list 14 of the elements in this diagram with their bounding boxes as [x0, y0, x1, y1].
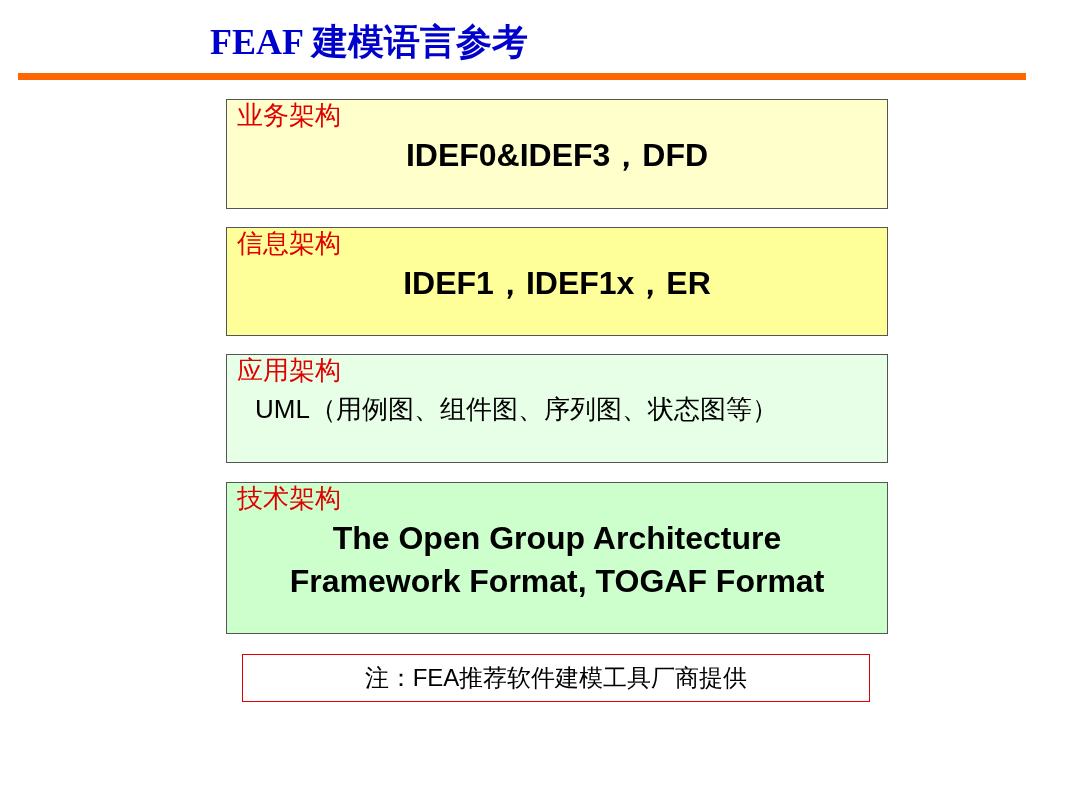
layer-box	[226, 99, 888, 209]
layer-heading: 技术架构	[237, 483, 341, 513]
layer-box	[226, 354, 888, 463]
layer-box	[226, 482, 888, 634]
slide-title: FEAF 建模语言参考	[210, 21, 528, 64]
layer-box	[226, 227, 888, 336]
layer-content: The Open Group Architecture Framework Format, TOGAF Format	[288, 519, 826, 601]
layer-content: UML（用例图、组件图、序列图、状态图等）	[255, 393, 779, 425]
layer-content: IDEF1，IDEF1x，ER	[402, 264, 712, 302]
layer-heading: 信息架构	[237, 228, 341, 258]
layer-content: IDEF0&IDEF3，DFD	[404, 136, 710, 174]
layer-heading: 应用架构	[237, 355, 341, 385]
note-box: 注：FEA推荐软件建模工具厂商提供	[242, 654, 870, 702]
layer-heading: 业务架构	[237, 100, 341, 130]
